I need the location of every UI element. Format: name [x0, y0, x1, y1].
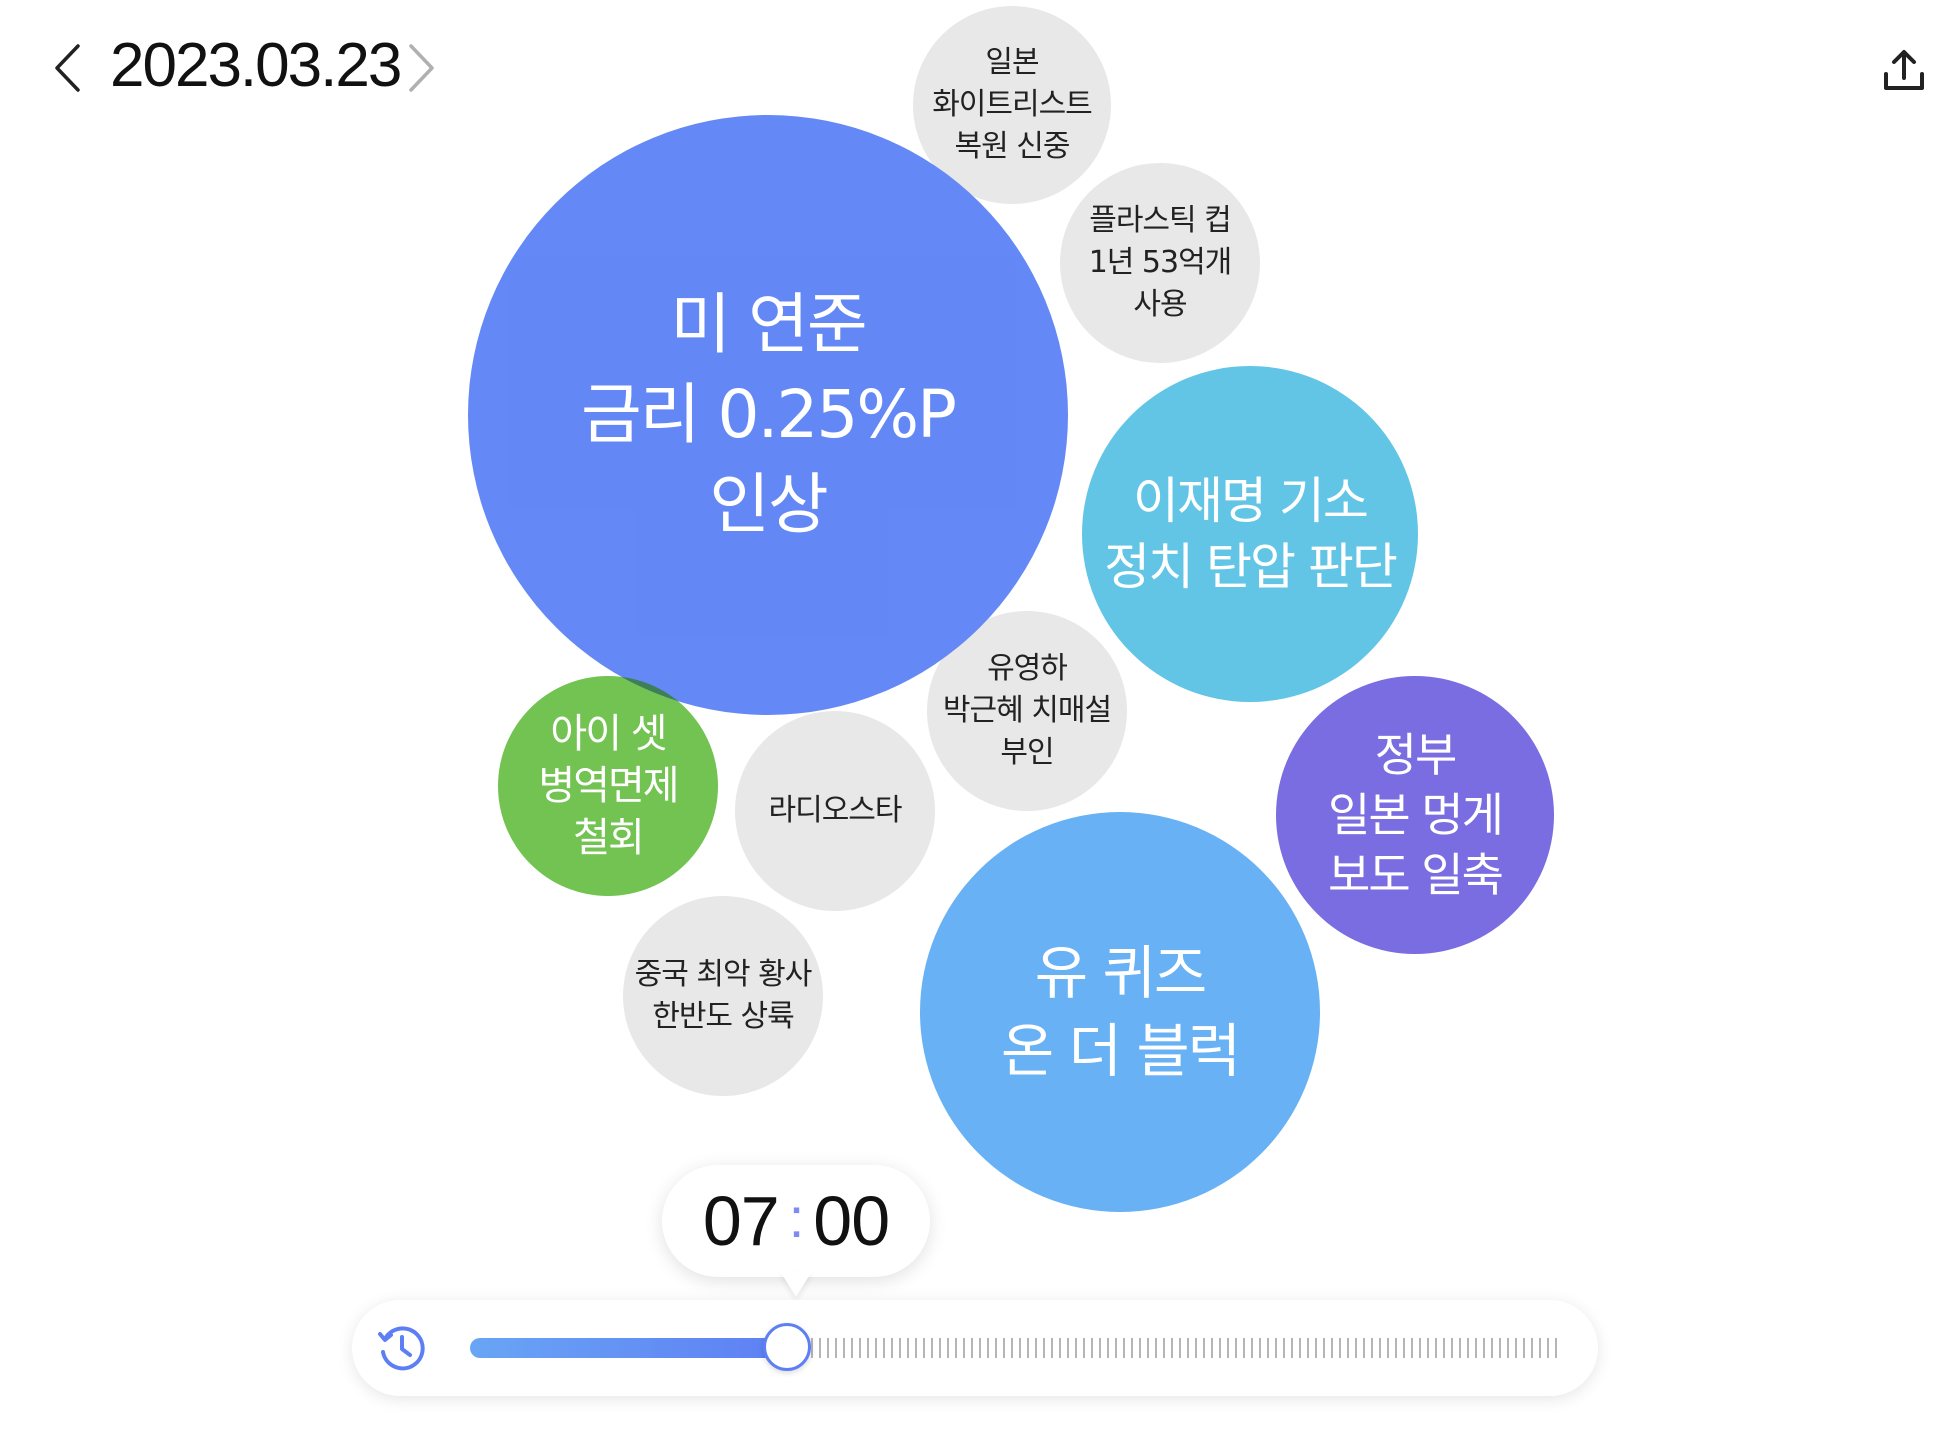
- keyword-bubble-top[interactable]: 미 연준 금리 0.25%P 인상: [468, 115, 1068, 715]
- keyword-label: 이재명 기소 정치 탄압 판단: [1104, 472, 1398, 596]
- keyword-bubble[interactable]: 유 퀴즈 온 더 블럭: [920, 812, 1320, 1212]
- keyword-label: 미 연준 금리 0.25%P 인상: [581, 286, 957, 543]
- keyword-bubble[interactable]: 정부 일본 멍게 보도 일축: [1276, 676, 1554, 954]
- keyword-label: 라디오스타: [768, 793, 903, 828]
- time-pointer: [780, 1271, 812, 1297]
- keyword-bubble[interactable]: 라디오스타: [735, 711, 935, 911]
- time-minute: 00: [813, 1182, 890, 1260]
- keyword-label: 중국 최악 황사 한반도 상륙: [634, 957, 813, 1034]
- time-hour: 07: [702, 1182, 780, 1260]
- keyword-bubble[interactable]: 아이 셋 병역면제 철회: [498, 676, 718, 896]
- slider-ticks: [802, 1338, 1562, 1358]
- slider-fill: [470, 1338, 787, 1358]
- keyword-label: 유 퀴즈 온 더 블럭: [1000, 939, 1241, 1085]
- prev-date-button[interactable]: [45, 38, 89, 98]
- share-upload-icon: [1884, 50, 1924, 90]
- time-separator: :: [788, 1185, 805, 1249]
- chevron-left-icon: [55, 44, 80, 92]
- date-title: 2023.03.23: [110, 31, 402, 100]
- next-date-button[interactable]: [400, 38, 444, 98]
- keyword-label: 유영하 박근혜 치매설 부인: [942, 651, 1112, 770]
- chevron-right-icon: [409, 44, 434, 92]
- keyword-label: 플라스틱 컵 1년 53억개 사용: [1088, 203, 1233, 322]
- keyword-label: 아이 셋 병역면제 철회: [538, 711, 679, 861]
- keyword-bubble[interactable]: 일본 화이트리스트 복원 신중: [913, 6, 1111, 204]
- clock-history-icon[interactable]: [376, 1322, 428, 1374]
- time-display: 07 : 00: [662, 1165, 930, 1277]
- time-slider-bar: [352, 1300, 1598, 1396]
- keyword-label: 일본 화이트리스트 복원 신중: [932, 45, 1093, 164]
- keyword-bubble[interactable]: 중국 최악 황사 한반도 상륙: [623, 896, 823, 1096]
- keyword-bubble[interactable]: 플라스틱 컵 1년 53억개 사용: [1060, 163, 1260, 363]
- share-button[interactable]: [1876, 42, 1932, 98]
- keyword-label: 정부 일본 멍게 보도 일축: [1328, 728, 1504, 902]
- slider-thumb[interactable]: [762, 1323, 811, 1371]
- keyword-bubble[interactable]: 이재명 기소 정치 탄압 판단: [1082, 366, 1418, 702]
